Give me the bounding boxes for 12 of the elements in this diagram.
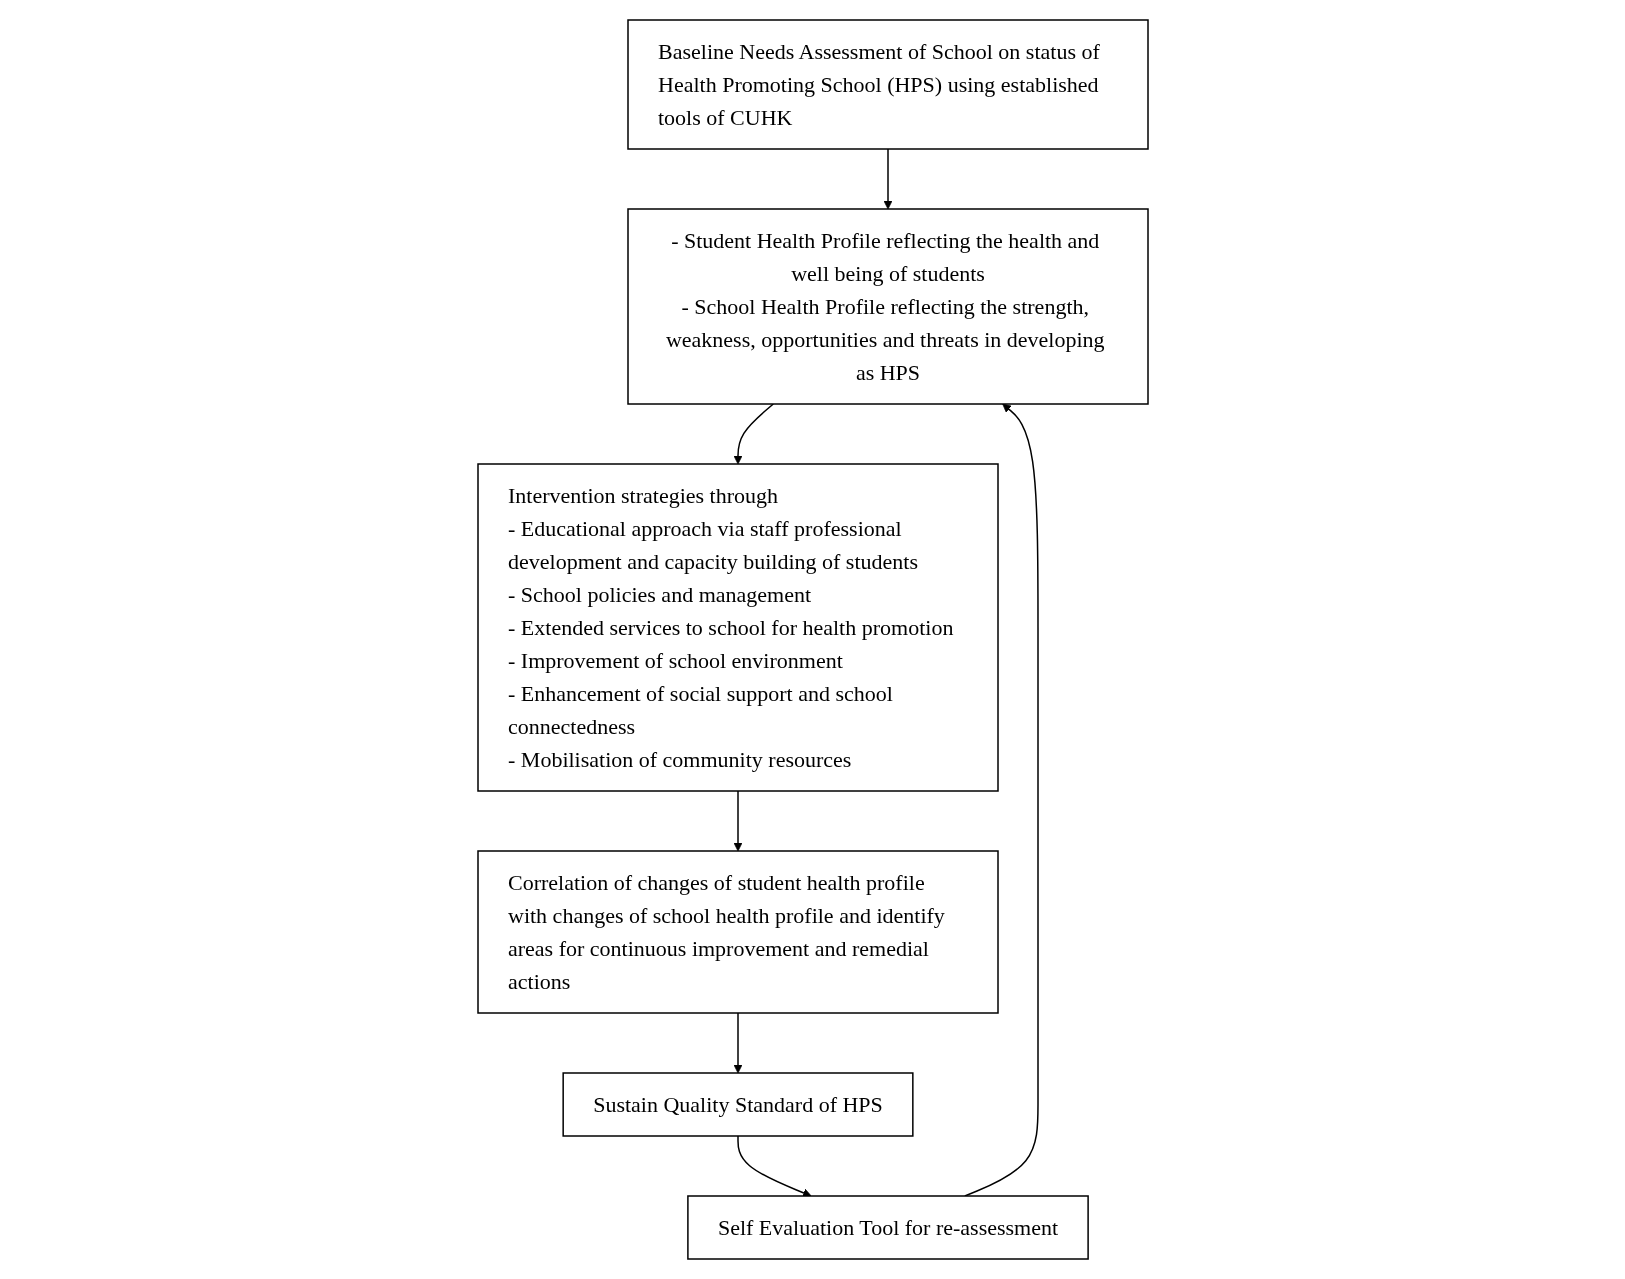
arrow <box>733 790 742 852</box>
node-box: Intervention strategies through - Educational approach via staff professional development and capacity building of students - School policies and management - Extended services to school for health promotion - Improvement of school environment - Enhancement of social support and school connectedness - Mobilisation of community resources <box>476 463 999 792</box>
node-box: Self Evaluation Tool for re-assessment <box>686 1195 1089 1260</box>
node-box: Sustain Quality Standard of HPS <box>561 1072 914 1137</box>
arrow <box>736 1135 812 1198</box>
arrow <box>733 403 774 465</box>
node-box: Correlation of changes of student health profile with changes of school health profile and identify areas for continuous improvement and remedial actions <box>476 850 999 1014</box>
node-box: - Student Health Profile reflecting the health and well being of students - School Health Profile reflecting the strength, weakness, opportunities and threats in developing as HPS <box>626 208 1149 405</box>
arrow <box>883 148 892 210</box>
node-box: Baseline Needs Assessment of School on status of Health Promoting School (HPS) using established tools of CUHK <box>626 19 1149 150</box>
arrow <box>733 1012 742 1074</box>
arrow <box>963 403 1039 1197</box>
